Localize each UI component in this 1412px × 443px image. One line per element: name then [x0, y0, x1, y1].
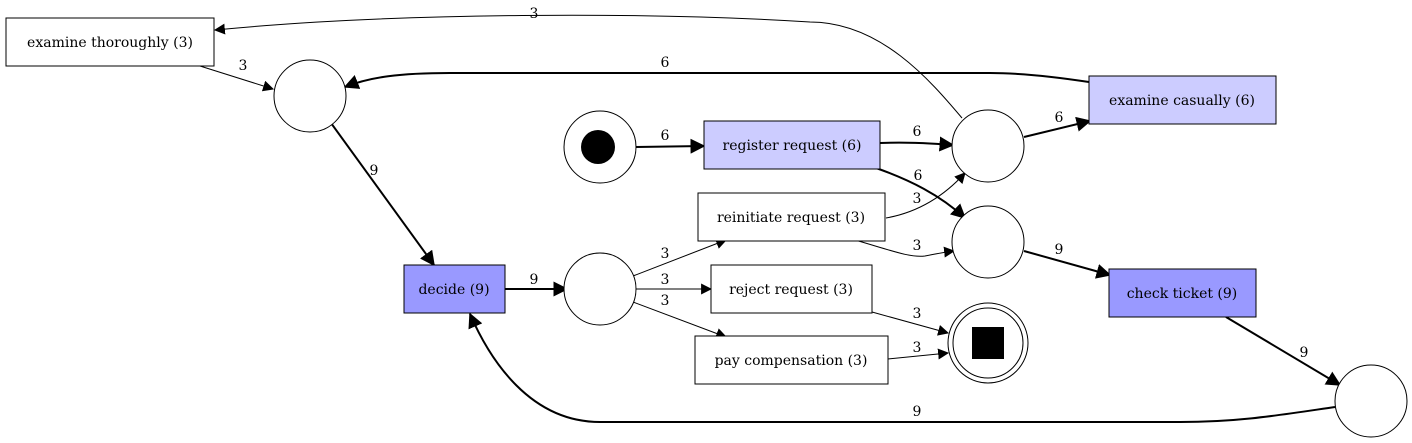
edge-label: 9 — [1300, 345, 1309, 361]
edge-label: 6 — [661, 128, 670, 144]
edge-register-to-lower-place — [875, 167, 967, 220]
transition-label: decide (9) — [418, 282, 489, 298]
transition-reinitiate-request[interactable]: reinitiate request (3) — [697, 192, 886, 242]
edge-label: 3 — [913, 340, 922, 356]
edge-label: 6 — [1055, 110, 1064, 126]
transition-label: examine casually (6) — [1109, 93, 1255, 109]
edge-label: 6 — [661, 55, 670, 71]
transitions: examine thoroughly (3) examine casually … — [5, 17, 1277, 385]
edge-label: 3 — [913, 191, 922, 207]
edge-place-to-reinitiate — [632, 238, 728, 277]
edge-reinitiate-to-lower-place — [854, 239, 956, 258]
edge-place-to-decide-loop — [468, 312, 1336, 423]
start-place — [563, 110, 637, 184]
end-place — [947, 302, 1029, 384]
transition-label: register request (6) — [723, 138, 862, 154]
edge-label: 9 — [370, 163, 379, 179]
transition-label: check ticket (9) — [1127, 286, 1238, 302]
place-upper — [951, 109, 1025, 183]
edge-upper-place-to-examine-casually — [1023, 116, 1092, 138]
edge-label: 6 — [913, 124, 922, 140]
edge-label: 9 — [1055, 242, 1064, 258]
edge-label: 6 — [914, 168, 923, 184]
places — [273, 59, 1408, 438]
end-square-icon — [972, 327, 1004, 359]
edge-pay-to-end — [887, 348, 950, 360]
edge-label: 3 — [913, 238, 922, 254]
transition-label: reinitiate request (3) — [717, 210, 865, 226]
edge-reinitiate-to-upper-place — [885, 172, 966, 219]
place-lower — [951, 205, 1025, 279]
transition-label: reject request (3) — [729, 282, 853, 298]
transition-register-request[interactable]: register request (6) — [703, 120, 881, 170]
edge-check-ticket-to-place — [1225, 316, 1342, 386]
edge-label: 3 — [661, 293, 670, 309]
edge-label: 3 — [239, 58, 248, 74]
edge-label: 9 — [530, 272, 539, 288]
transition-examine-casually[interactable]: examine casually (6) — [1088, 75, 1277, 125]
start-token-icon — [581, 130, 615, 164]
edge-place-to-examine-thoroughly — [213, 14, 963, 119]
edges: 3 3 6 6 6 6 6 3 3 9 9 3 — [199, 6, 1342, 423]
transition-label: examine thoroughly (3) — [27, 35, 193, 51]
edge-label: 3 — [913, 306, 922, 322]
edge-examine-casually-to-place — [343, 72, 1090, 89]
edge-reject-to-end — [871, 311, 950, 336]
edge-start-to-register — [635, 138, 706, 154]
transition-label: pay compensation (3) — [715, 353, 868, 369]
edge-place-to-decide — [330, 122, 435, 267]
transition-pay-compensation[interactable]: pay compensation (3) — [694, 335, 889, 385]
edge-label: 3 — [661, 272, 670, 288]
place-left — [273, 59, 347, 133]
edge-place-to-check-ticket — [1023, 250, 1112, 279]
edge-examine-thoroughly-to-place — [199, 65, 275, 92]
place-bottom-right — [1334, 364, 1408, 438]
edge-label: 9 — [913, 404, 922, 420]
edge-label: 3 — [661, 246, 670, 262]
place-decision — [563, 252, 637, 326]
edge-register-to-upper-place — [879, 136, 955, 152]
transition-examine-thoroughly[interactable]: examine thoroughly (3) — [5, 17, 215, 67]
transition-decide[interactable]: decide (9) — [403, 264, 506, 314]
transition-reject-request[interactable]: reject request (3) — [710, 264, 873, 314]
edge-label: 3 — [530, 6, 539, 22]
edge-place-to-pay — [632, 301, 728, 339]
transition-check-ticket[interactable]: check ticket (9) — [1108, 268, 1257, 318]
